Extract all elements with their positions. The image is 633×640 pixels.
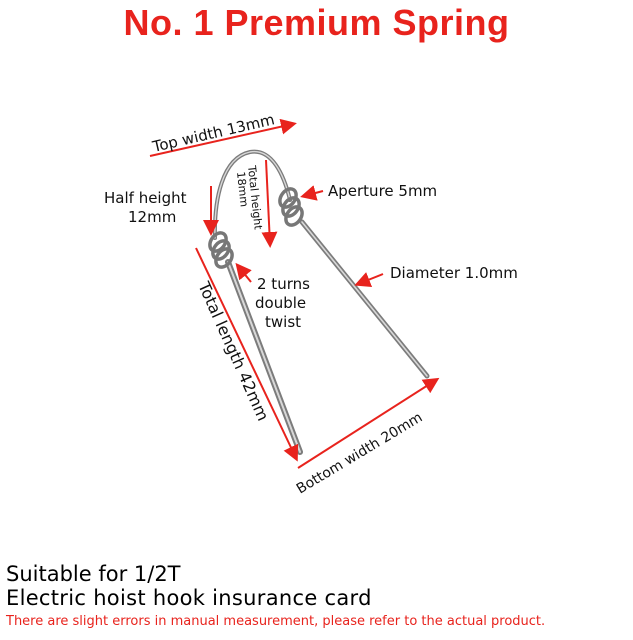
total-height-arrow xyxy=(261,159,278,248)
aperture-arrow xyxy=(300,185,324,201)
half-height-label-line1: Half height xyxy=(104,189,187,207)
spring-wire xyxy=(212,149,430,455)
half-height-label-line2: 12mm xyxy=(128,208,176,226)
aperture-label: Aperture 5mm xyxy=(328,182,437,200)
product-title: No. 1 Premium Spring xyxy=(123,2,510,43)
diameter-arrow xyxy=(354,272,384,287)
spring-diagram: Top width 13mm Half height 12mm Total he… xyxy=(104,110,518,498)
total-length-arrow xyxy=(195,247,299,462)
turns-label-line1: 2 turns xyxy=(257,275,310,293)
top-width-label: Top width 13mm xyxy=(150,110,276,156)
top-width-arrow xyxy=(149,118,297,157)
product-description: Electric hoist hook insurance card xyxy=(6,586,372,610)
turns-label-line3: twist xyxy=(265,313,301,331)
dimension-arrows xyxy=(149,118,440,469)
turns-arrow xyxy=(235,262,252,283)
bottom-width-arrow xyxy=(297,377,440,469)
diameter-label: Diameter 1.0mm xyxy=(390,264,518,282)
bottom-width-label: Bottom width 20mm xyxy=(294,410,426,498)
turns-label-line2: double xyxy=(255,294,306,312)
total-height-label-line2: 18mm xyxy=(234,171,251,208)
measurement-note: There are slight errors in manual measur… xyxy=(6,614,546,629)
suitability-text: Suitable for 1/2T xyxy=(6,562,181,586)
right-coil xyxy=(278,187,304,227)
left-coil xyxy=(208,231,234,269)
